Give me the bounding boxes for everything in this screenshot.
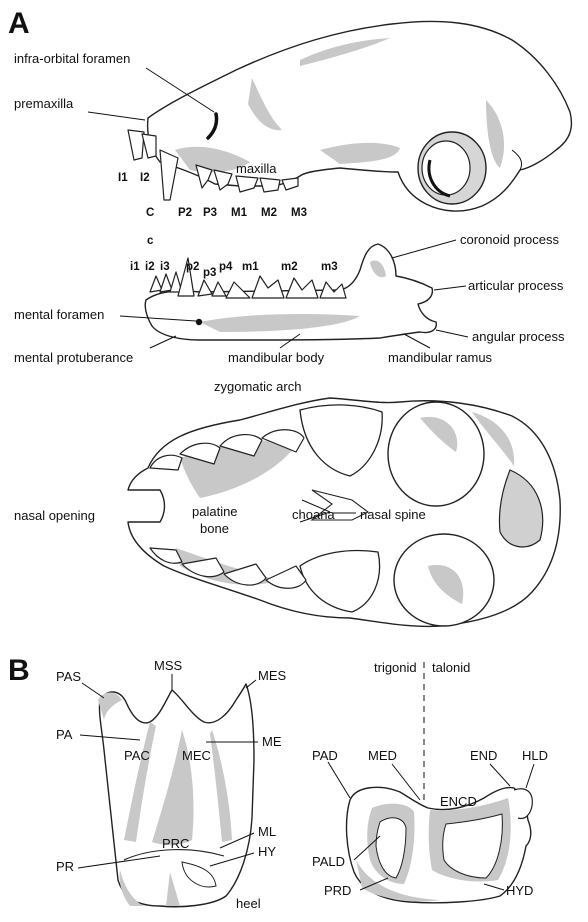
leader-mes — [246, 680, 256, 688]
leader-angular — [436, 330, 468, 337]
label-ml: ML — [258, 824, 276, 839]
label-infraorbital-foramen: infra-orbital foramen — [14, 51, 130, 66]
label-mes: MES — [258, 668, 287, 683]
label-upper-m3: M3 — [291, 207, 307, 219]
label-pas: PAS — [56, 669, 81, 684]
label-coronoid-process: coronoid process — [460, 232, 559, 247]
label-trigonid: trigonid — [374, 660, 417, 675]
label-upper-m2: M2 — [261, 207, 277, 219]
label-mec: MEC — [182, 748, 211, 763]
leader-premaxilla — [88, 112, 145, 120]
panel-b-letter: B — [8, 654, 30, 687]
label-lower-i1: i1 — [130, 261, 140, 273]
label-heel: heel — [236, 896, 261, 911]
label-hyd: HYD — [506, 883, 533, 898]
label-lower-p2: p2 — [186, 261, 199, 273]
leader-pas — [82, 683, 104, 698]
label-premaxilla: premaxilla — [14, 96, 74, 111]
label-end: END — [470, 748, 497, 763]
label-upper-i2: I2 — [140, 172, 150, 184]
label-palatine-line2: bone — [200, 521, 229, 536]
label-upper-c: C — [146, 207, 154, 219]
label-upper-p3: P3 — [203, 207, 217, 219]
label-upper-p2: P2 — [178, 207, 192, 219]
label-upper-i1: I1 — [118, 172, 128, 184]
leader-mental-protuberance — [150, 336, 176, 348]
label-mandibular-body: mandibular body — [228, 350, 325, 365]
label-mental-foramen: mental foramen — [14, 307, 104, 322]
label-lower-m1: m1 — [242, 261, 259, 273]
label-lower-c: c — [147, 235, 154, 247]
label-mss: MSS — [154, 658, 183, 673]
label-prc: PRC — [162, 836, 189, 851]
label-zygomatic-arch: zygomatic arch — [214, 379, 301, 394]
label-talonid: talonid — [432, 660, 470, 675]
label-lower-p3: p3 — [203, 267, 216, 279]
label-hld: HLD — [522, 748, 548, 763]
label-lower-i3: i3 — [160, 261, 170, 273]
leader-articular — [434, 286, 466, 290]
label-mental-protuberance: mental protuberance — [14, 350, 133, 365]
label-pald: PALD — [312, 854, 345, 869]
lower-molar-drawing — [347, 662, 533, 903]
label-maxilla: maxilla — [236, 161, 277, 176]
leader-end — [490, 764, 510, 786]
label-encd: ENCD — [440, 794, 477, 809]
upper-molar-drawing — [98, 684, 254, 907]
label-palatine-line1: palatine — [192, 504, 238, 519]
label-mandibular-ramus: mandibular ramus — [388, 350, 493, 365]
label-upper-m1: M1 — [231, 207, 248, 219]
label-nasal-spine: nasal spine — [360, 507, 426, 522]
mandible-drawing — [145, 244, 436, 340]
label-choana: choana — [292, 507, 335, 522]
label-pr: PR — [56, 859, 74, 874]
label-angular-process: angular process — [472, 329, 565, 344]
label-pad: PAD — [312, 748, 338, 763]
label-lower-i2: i2 — [145, 261, 155, 273]
label-me: ME — [262, 734, 282, 749]
label-hy: HY — [258, 844, 276, 859]
label-pa: PA — [56, 727, 73, 742]
label-lower-m2: m2 — [281, 261, 298, 273]
label-prd: PRD — [324, 883, 351, 898]
label-med: MED — [368, 748, 397, 763]
label-pac: PAC — [124, 748, 150, 763]
leader-coronoid — [392, 240, 456, 258]
leader-pad — [328, 762, 350, 798]
leader-hld — [526, 764, 534, 788]
leader-mandibular-ramus — [404, 334, 430, 348]
label-lower-m3: m3 — [321, 261, 338, 273]
label-nasal-opening: nasal opening — [14, 508, 95, 523]
label-articular-process: articular process — [468, 278, 564, 293]
label-lower-p4: p4 — [219, 261, 233, 273]
panel-a-letter: A — [8, 7, 30, 40]
skull-lateral-drawing — [128, 21, 571, 211]
